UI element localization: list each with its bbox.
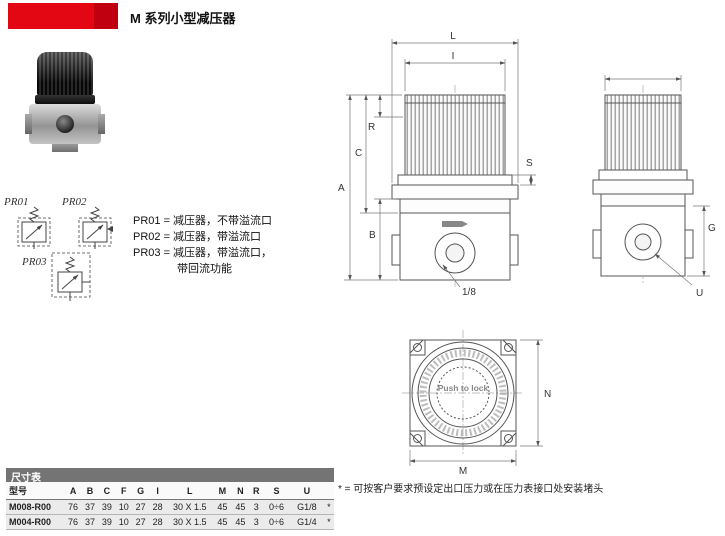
cell-model: M004-R00 [6, 514, 65, 530]
cell: 27 [132, 499, 150, 515]
symbol-label-pr01: PR01 [4, 196, 29, 208]
col-header-C: C [98, 482, 116, 500]
dim-label-A: A [338, 183, 345, 194]
cell: 3 [249, 514, 263, 530]
col-header-G: G [132, 482, 150, 500]
footnote: * = 可按客户要求预设定出口压力或在压力表接口处安装堵头 [338, 484, 604, 495]
dimension-lines-bottom [409, 339, 543, 466]
cell: * [323, 514, 334, 530]
symbol-pr01 [17, 206, 51, 249]
pneumatic-symbols [17, 206, 113, 301]
cell: G1/4 [290, 514, 324, 530]
col-header-S: S [262, 482, 290, 500]
cell: 10 [115, 514, 133, 530]
front-view-right [592, 94, 694, 277]
dim-label-R: R [368, 122, 375, 133]
cell: 3 [249, 499, 263, 515]
symbol-pr03 [51, 252, 91, 301]
cell: 39 [98, 514, 116, 530]
cell: 0÷6 [262, 499, 290, 515]
col-header-note [323, 482, 334, 500]
cell: 30 X 1.5 [166, 514, 214, 530]
dimension-table: 尺寸表 型号 A B C F G I L M N [6, 468, 334, 530]
dim-label-C: C [355, 148, 362, 159]
dim-label-M: M [459, 466, 467, 477]
dim-label-S: S [526, 158, 533, 169]
cell: 39 [98, 499, 116, 515]
dimension-lines-left [344, 39, 536, 288]
cell: 45 [231, 499, 250, 515]
technical-drawing: L I A C R B S 1/8 G U M N Push to lock [338, 31, 716, 477]
cell: 28 [149, 499, 167, 515]
symbol-description-line: PR02 = 减压器，带溢流口 [133, 231, 262, 243]
cell: 76 [64, 499, 82, 515]
product-body [25, 104, 105, 144]
dimension-labels: L I A C R B S 1/8 G U M N Push to lock [338, 31, 716, 477]
front-view-left [391, 94, 519, 281]
symbol-label-pr02: PR02 [62, 196, 87, 208]
cell: 76 [64, 514, 82, 530]
cell: 0÷6 [262, 514, 290, 530]
symbol-descriptions: PR01 = 减压器，不带溢流口 PR02 = 减压器，带溢流口 PR03 = … [133, 213, 272, 277]
cell: G1/8 [290, 499, 324, 515]
bottom-view [409, 339, 517, 447]
cell: 45 [231, 514, 250, 530]
knob-imprint-text: Push to lock [438, 383, 489, 393]
dim-label-L: L [450, 31, 456, 42]
cell: 30 X 1.5 [166, 499, 214, 515]
product-knob [37, 52, 93, 96]
cell: * [323, 499, 334, 515]
cell: 10 [115, 499, 133, 515]
symbol-description-line: PR03 = 减压器，带溢流口， [133, 247, 273, 259]
port-label: 1/8 [462, 287, 476, 298]
symbol-pr02 [78, 206, 113, 249]
col-header-F: F [115, 482, 133, 500]
symbol-label-pr03: PR03 [22, 256, 47, 268]
cell: 37 [81, 499, 99, 515]
cell-model: M008-R00 [6, 499, 65, 515]
col-header-U: U [290, 482, 324, 500]
symbol-description-line: 带回流功能 [177, 263, 232, 275]
dim-label-N: N [544, 389, 551, 400]
col-header-R: R [249, 482, 263, 500]
dimensions-table: 型号 A B C F G I L M N R S U [6, 482, 334, 530]
col-header-A: A [64, 482, 82, 500]
product-photo [25, 52, 105, 154]
cell: 45 [213, 499, 232, 515]
table-row: M008-R00 76 37 39 10 27 28 30 X 1.5 45 4… [6, 499, 334, 515]
page-title: M 系列小型减压器 [130, 11, 236, 26]
dim-label-U: U [696, 288, 703, 299]
product-collar [35, 95, 95, 104]
col-header-I: I [149, 482, 167, 500]
symbol-description-line: PR01 = 减压器，不带溢流口 [133, 215, 273, 227]
col-header-L: L [166, 482, 214, 500]
table-row: M004-R00 76 37 39 10 27 28 30 X 1.5 45 4… [6, 514, 334, 530]
col-header-N: N [231, 482, 250, 500]
product-port [56, 115, 74, 133]
table-header-row: 型号 A B C F G I L M N R S U [6, 482, 334, 500]
cell: 45 [213, 514, 232, 530]
table-title: 尺寸表 [6, 468, 334, 484]
col-header-model: 型号 [6, 482, 65, 500]
cell: 37 [81, 514, 99, 530]
brand-logo [8, 3, 118, 29]
cell: 27 [132, 514, 150, 530]
col-header-M: M [213, 482, 232, 500]
dimension-lines-right [604, 75, 710, 286]
dim-label-G: G [708, 223, 716, 234]
cell: 28 [149, 514, 167, 530]
col-header-B: B [81, 482, 99, 500]
dim-label-I: I [452, 51, 455, 62]
product-stem [52, 144, 78, 152]
dim-label-B: B [369, 230, 376, 241]
